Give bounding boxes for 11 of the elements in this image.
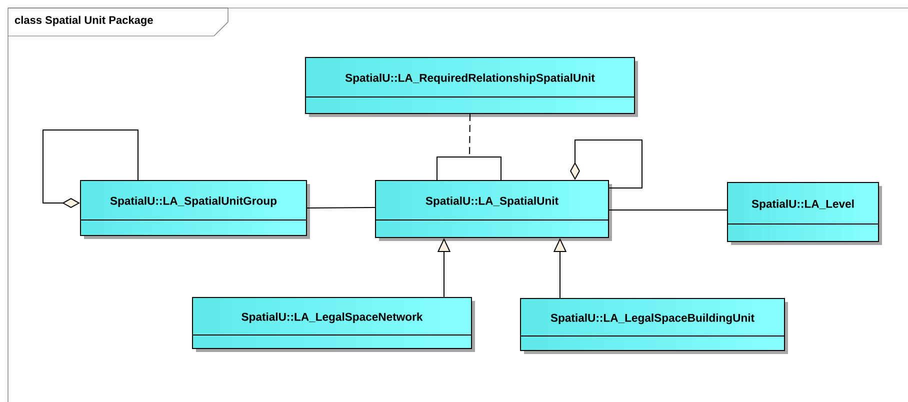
class-box: SpatialU::LA_LegalSpaceBuildingUnit: [520, 298, 788, 354]
class-box: SpatialU::LA_Level: [726, 182, 882, 245]
frame-title-tab: class Spatial Unit Package: [8, 8, 228, 36]
association-line: [436, 156, 502, 180]
aggregation-line: [42, 130, 138, 208]
aggregation-line: [570, 140, 642, 188]
association-line: [306, 207, 376, 208]
class-box: SpatialU::LA_SpatialUnit: [374, 180, 612, 241]
class-box: SpatialU::LA_RequiredRelationshipSpatialUnit: [304, 57, 638, 117]
class-box: SpatialU::LA_SpatialUnitGroup: [80, 180, 310, 239]
class-box: SpatialU::LA_LegalSpaceNetwork: [192, 297, 475, 352]
